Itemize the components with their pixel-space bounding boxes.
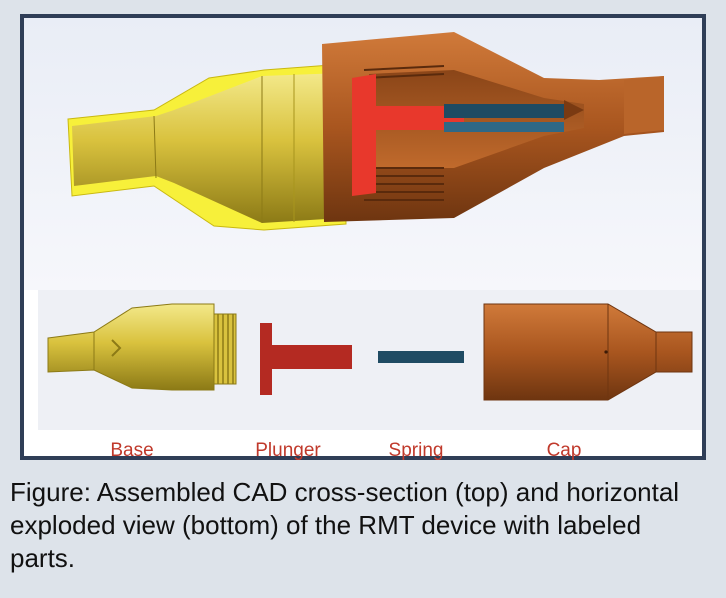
- label-base: Base: [110, 440, 154, 461]
- figure-caption: Figure: Assembled CAD cross-section (top…: [10, 477, 680, 573]
- exploded-view: [47, 303, 693, 401]
- cap-part: [483, 303, 693, 401]
- rmt-diagram: [24, 18, 702, 430]
- label-spring: Spring: [388, 440, 444, 461]
- assembled-cross-section: [67, 32, 664, 231]
- label-cap: Cap: [546, 440, 582, 461]
- figure-frame: Base Plunger Spring Cap: [20, 14, 706, 461]
- spring-part: [378, 351, 464, 363]
- base-part: [47, 303, 237, 391]
- plunger-part: [260, 323, 352, 395]
- label-plunger: Plunger: [255, 440, 321, 461]
